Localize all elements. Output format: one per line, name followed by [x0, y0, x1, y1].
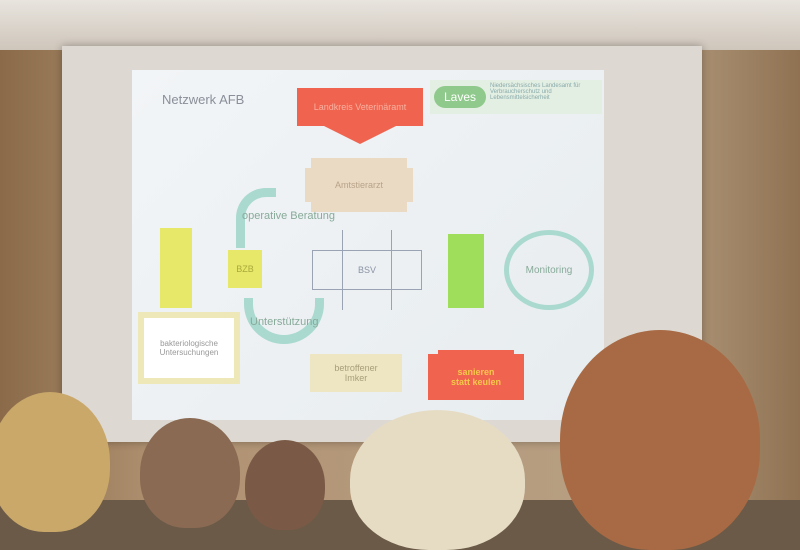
bakteriologische-box: bakteriologische Untersuchungen: [138, 312, 240, 384]
unterstuetzung-arrow: [244, 298, 324, 344]
monitoring-circle: Monitoring: [504, 230, 594, 310]
amtstierarzt-label: Amtstierarzt: [334, 180, 383, 190]
sanieren-label: sanieren statt keulen: [450, 367, 501, 387]
bzb-label: BZB: [236, 264, 254, 274]
audience-head: [140, 418, 240, 528]
laves-logo: Laves Niedersächsisches Landesamt für Ve…: [430, 80, 602, 114]
landkreis-label: Landkreis Veterinäramt: [313, 102, 407, 112]
landkreis-box: Landkreis Veterinäramt: [297, 88, 423, 126]
operative-arrow: [236, 188, 276, 248]
audience-head: [0, 392, 110, 532]
bsv-cross: BSV: [312, 250, 422, 290]
yellow-vertical-box: [160, 228, 192, 308]
imker-label: betroffener Imker: [334, 363, 378, 383]
green-vertical-box: [448, 234, 484, 308]
bzb-box: BZB: [228, 250, 262, 288]
down-arrow: [324, 126, 396, 144]
audience-head: [350, 410, 525, 550]
bsv-cross-vertical: [342, 230, 392, 310]
monitoring-label: Monitoring: [525, 264, 573, 276]
ceiling: [0, 0, 800, 50]
audience-head: [560, 330, 760, 550]
operative-label: operative Beratung: [242, 210, 335, 222]
bsv-label: BSV: [357, 265, 376, 275]
audience-head: [245, 440, 325, 530]
unterstuetzung-label: Unterstützung: [250, 316, 319, 328]
logo-text: Niedersächsisches Landesamt für Verbrauc…: [490, 83, 581, 101]
imker-box: betroffener Imker: [310, 354, 402, 392]
sanieren-box: sanieren statt keulen: [428, 354, 524, 400]
amtstierarzt-box: Amtstierarzt: [305, 168, 413, 202]
slide-title: Netzwerk AFB: [162, 92, 245, 107]
slide: Netzwerk AFB Laves Niedersächsisches Lan…: [132, 70, 604, 420]
logo-mark: Laves: [434, 86, 486, 108]
bakteriologische-label: bakteriologische Untersuchungen: [144, 318, 234, 378]
